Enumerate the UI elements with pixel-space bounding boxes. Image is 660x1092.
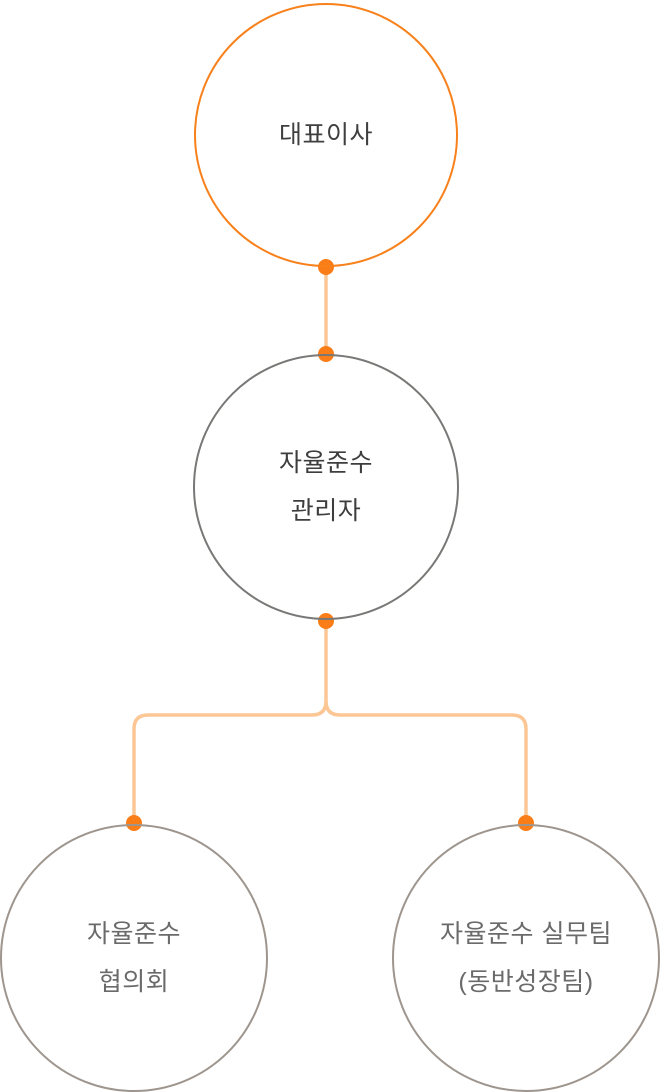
node-compliance-working-team: 자율준수 실무팀 (동반성장팀) [392, 824, 660, 1092]
node-label-line: 관리자 [290, 497, 362, 525]
node-label-line: 자율준수 [278, 449, 373, 477]
node-label-line: 자율준수 실무팀 [440, 920, 612, 948]
node-label-line: (동반성장팀) [458, 968, 594, 996]
node-label-line: 대표이사 [278, 121, 373, 149]
node-compliance-council: 자율준수 협의회 [0, 824, 268, 1092]
node-label-line: 자율준수 [86, 920, 181, 948]
connector-manager-team [324, 700, 528, 823]
node-ceo: 대표이사 [194, 3, 458, 267]
connector-manager-council [132, 621, 328, 823]
node-compliance-manager: 자율준수 관리자 [193, 354, 459, 620]
node-label-line: 협의회 [98, 968, 170, 996]
